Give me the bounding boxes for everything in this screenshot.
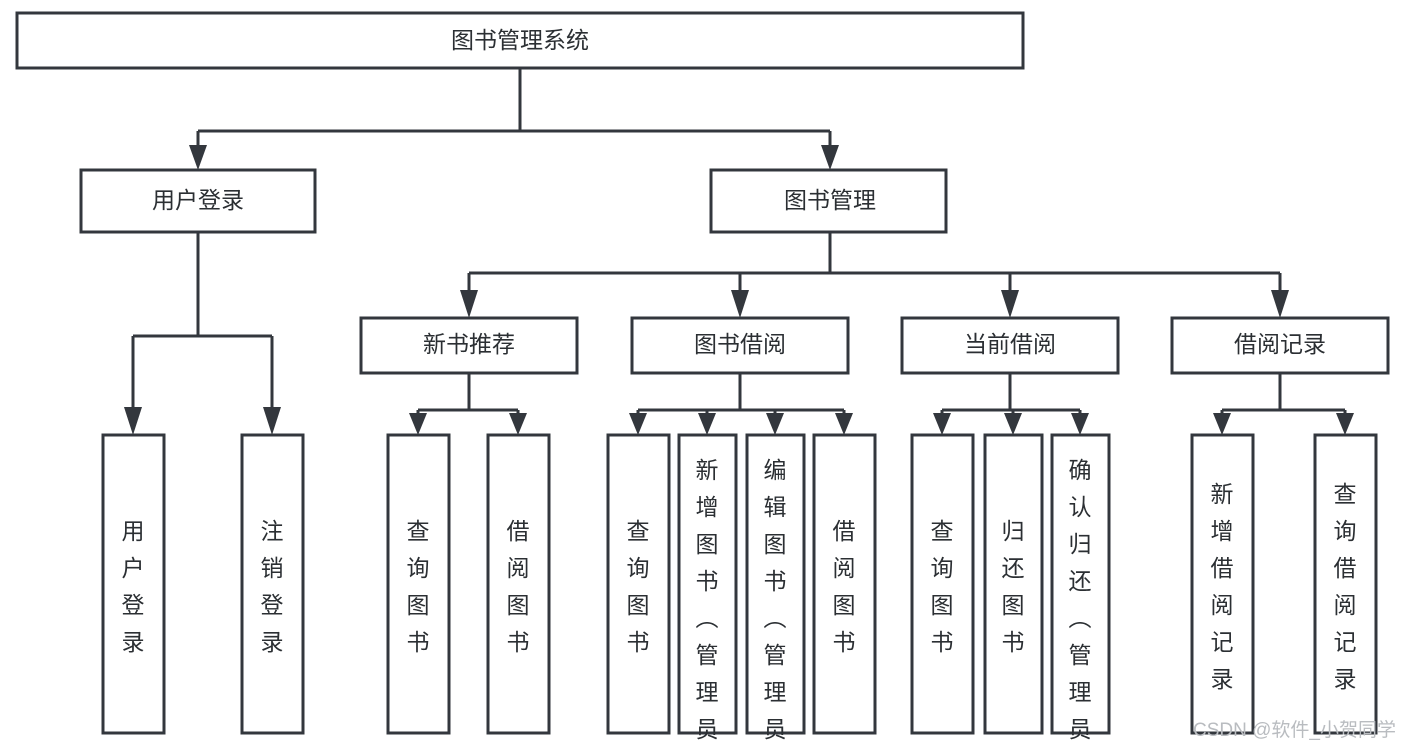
node-book-borrow-box[interactable] bbox=[630, 316, 850, 375]
leaf-nodes-group: 用户登录 注销登录 查询图书 借阅图书 查询图书 新增图书︵管理员︶ 编辑图书︵… bbox=[101, 433, 1378, 747]
node-new-book-rec-label: 新书推荐 bbox=[423, 331, 515, 357]
node-leaf-query-record-box[interactable] bbox=[1313, 433, 1378, 735]
node-leaf-query-record-label: 查询借阅记录 bbox=[1334, 481, 1357, 692]
node-leaf-add-record-box[interactable] bbox=[1190, 433, 1255, 735]
node-borrow-record-box[interactable] bbox=[1170, 316, 1390, 375]
node-root[interactable]: 图书管理系统 bbox=[15, 11, 1025, 70]
node-leaf-add-record-label: 新增借阅记录 bbox=[1211, 481, 1234, 692]
node-leaf-add-book[interactable]: 新增图书︵管理员︶ bbox=[677, 433, 738, 747]
arrow-leaf-query-book-1 bbox=[409, 413, 427, 435]
node-user-login-label: 用户登录 bbox=[152, 187, 244, 213]
node-leaf-query-book-2-label: 查询图书 bbox=[627, 518, 650, 655]
arrow-leaf-borrow-book-2 bbox=[835, 413, 853, 435]
arrow-leaf-user-login bbox=[124, 407, 142, 435]
node-book-manage-box[interactable] bbox=[709, 168, 948, 234]
node-leaf-edit-book-box[interactable] bbox=[745, 433, 806, 735]
node-book-borrow-label: 图书借阅 bbox=[694, 331, 786, 357]
node-leaf-add-record[interactable]: 新增借阅记录 bbox=[1190, 433, 1255, 735]
node-leaf-borrow-book-2-box[interactable] bbox=[812, 433, 877, 735]
node-current-borrow[interactable]: 当前借阅 bbox=[900, 316, 1120, 375]
node-user-login[interactable]: 用户登录 bbox=[79, 168, 317, 234]
node-book-manage[interactable]: 图书管理 bbox=[709, 168, 948, 234]
node-leaf-edit-book[interactable]: 编辑图书︵管理员︶ bbox=[745, 433, 806, 747]
node-leaf-query-book-1-label: 查询图书 bbox=[407, 518, 430, 655]
arrow-to-new-book-rec bbox=[460, 290, 478, 318]
node-leaf-logout-box[interactable] bbox=[240, 433, 305, 735]
node-leaf-logout[interactable]: 注销登录 bbox=[240, 433, 305, 735]
node-leaf-query-record[interactable]: 查询借阅记录 bbox=[1313, 433, 1378, 735]
node-leaf-confirm-return-label: 确认归还︵管理员︶ bbox=[1069, 457, 1092, 747]
arrow-leaf-borrow-book-1 bbox=[509, 413, 527, 435]
node-leaf-query-book-1-box[interactable] bbox=[386, 433, 451, 735]
arrow-to-book-borrow bbox=[731, 290, 749, 318]
node-leaf-user-login-label: 用户登录 bbox=[122, 518, 145, 655]
node-borrow-record-label: 借阅记录 bbox=[1234, 331, 1326, 357]
node-new-book-rec-box[interactable] bbox=[359, 316, 579, 375]
node-leaf-borrow-book-1[interactable]: 借阅图书 bbox=[486, 433, 551, 735]
node-leaf-query-book-3[interactable]: 查询图书 bbox=[910, 433, 975, 735]
edges-group bbox=[124, 68, 1354, 435]
node-leaf-query-book-2-box[interactable] bbox=[606, 433, 671, 735]
node-book-borrow[interactable]: 图书借阅 bbox=[630, 316, 850, 375]
node-new-book-rec[interactable]: 新书推荐 bbox=[359, 316, 579, 375]
node-leaf-borrow-book-1-label: 借阅图书 bbox=[507, 518, 530, 655]
node-leaf-query-book-1[interactable]: 查询图书 bbox=[386, 433, 451, 735]
arrow-leaf-add-book bbox=[698, 413, 716, 435]
arrow-leaf-edit-book bbox=[766, 413, 784, 435]
node-leaf-query-book-3-label: 查询图书 bbox=[931, 518, 954, 655]
node-leaf-borrow-book-1-box[interactable] bbox=[486, 433, 551, 735]
arrow-leaf-query-book-3 bbox=[933, 413, 951, 435]
arrow-leaf-logout bbox=[263, 407, 281, 435]
node-leaf-logout-label: 注销登录 bbox=[261, 518, 284, 655]
node-book-manage-label: 图书管理 bbox=[784, 187, 876, 213]
node-leaf-query-book-3-box[interactable] bbox=[910, 433, 975, 735]
node-leaf-return-book-box[interactable] bbox=[983, 433, 1044, 735]
node-user-login-box[interactable] bbox=[79, 168, 317, 234]
node-current-borrow-box[interactable] bbox=[900, 316, 1120, 375]
node-leaf-user-login-box[interactable] bbox=[101, 433, 166, 735]
node-leaf-return-book[interactable]: 归还图书 bbox=[983, 433, 1044, 735]
arrow-to-current-borrow bbox=[1001, 290, 1019, 318]
node-leaf-add-book-label: 新增图书︵管理员︶ bbox=[696, 457, 719, 747]
arrow-leaf-query-book-2 bbox=[629, 413, 647, 435]
watermark-label: CSDN @软件_小贺同学 bbox=[1193, 719, 1396, 741]
arrow-leaf-add-record bbox=[1213, 413, 1231, 435]
arrow-to-book-manage bbox=[821, 145, 839, 170]
node-borrow-record[interactable]: 借阅记录 bbox=[1170, 316, 1390, 375]
arrow-to-borrow-record bbox=[1271, 290, 1289, 318]
node-leaf-borrow-book-2-label: 借阅图书 bbox=[833, 518, 856, 655]
arrow-leaf-return-book bbox=[1004, 413, 1022, 435]
node-leaf-add-book-box[interactable] bbox=[677, 433, 738, 735]
node-root-label: 图书管理系统 bbox=[451, 27, 589, 53]
node-root-box[interactable] bbox=[15, 11, 1025, 70]
node-leaf-confirm-return-box[interactable] bbox=[1050, 433, 1111, 735]
arrow-to-user-login bbox=[189, 145, 207, 170]
node-leaf-borrow-book-2[interactable]: 借阅图书 bbox=[812, 433, 877, 735]
node-current-borrow-label: 当前借阅 bbox=[964, 331, 1056, 357]
node-leaf-confirm-return[interactable]: 确认归还︵管理员︶ bbox=[1050, 433, 1111, 747]
node-leaf-return-book-label: 归还图书 bbox=[1002, 518, 1025, 655]
node-leaf-user-login[interactable]: 用户登录 bbox=[101, 433, 166, 735]
arrow-leaf-confirm-return bbox=[1071, 413, 1089, 435]
node-leaf-edit-book-label: 编辑图书︵管理员︶ bbox=[764, 457, 787, 747]
node-leaf-query-book-2[interactable]: 查询图书 bbox=[606, 433, 671, 735]
arrow-leaf-query-record bbox=[1336, 413, 1354, 435]
